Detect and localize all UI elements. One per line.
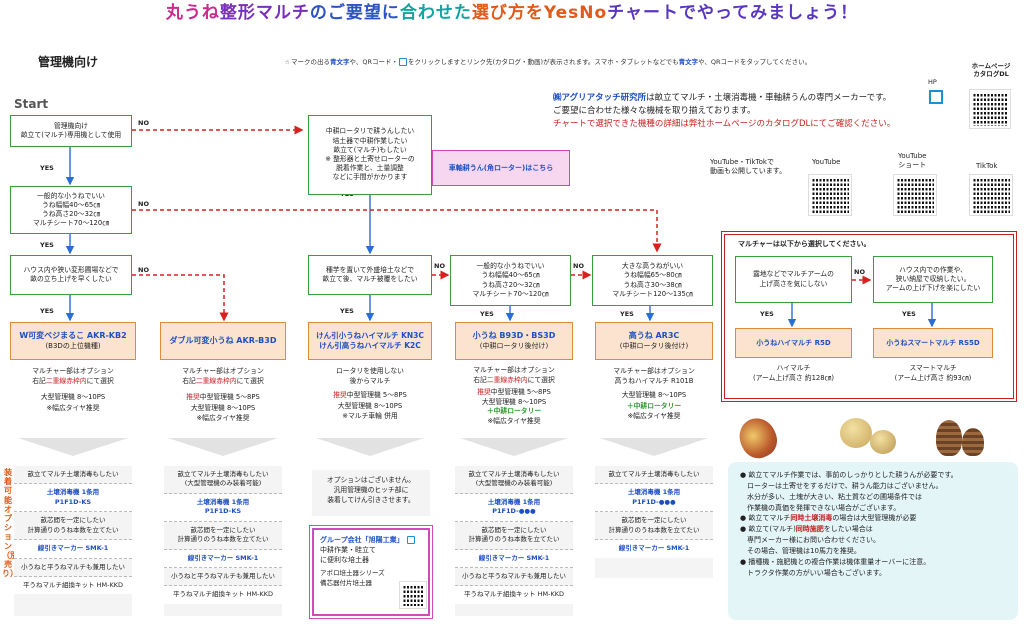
product-akr-b3d[interactable]: ダブル可変小うね AKR-B3D — [160, 322, 286, 360]
potato-image — [870, 430, 896, 454]
external-link-icon — [407, 536, 416, 544]
yes-label: YES — [902, 310, 916, 318]
youtube-short-qr-code[interactable] — [893, 174, 937, 216]
link-instruction: ☝ マークの出る青文字や、QRコード・をクリックしますとリンク先(カタログ・動画… — [285, 58, 812, 66]
option-line-marker[interactable]: 線引きマーカー SMK-1 — [14, 540, 132, 559]
option-flat-kit[interactable]: 平うねマルチ組換キット HM-KKD — [455, 586, 573, 604]
no-label: NO — [573, 262, 584, 270]
hp-link-icon[interactable] — [929, 90, 943, 104]
hp-label: HP — [928, 78, 937, 86]
question-house-storage: ハウス内での作業や、 狭い納屋で収納したい。 アームの上げ下げを楽にしたい — [873, 256, 993, 303]
mulcher-title: マルチャーは以下から選択してください。 — [738, 240, 871, 248]
option-line-marker[interactable]: 線引きマーカー SMK-1 — [455, 549, 573, 568]
section-title: 管理機向け — [38, 55, 99, 69]
product-info-b93d: マルチャー部はオプション 右記二重線赤枠内にて選択 推奨中型管理機 5～8PS … — [455, 362, 573, 434]
options-none-kn3c: オプションはございません。 汎用管理機のヒッチ部に 装着してけん引きさせます。 — [312, 470, 430, 516]
no-label: NO — [138, 119, 149, 127]
catalog-qr-code[interactable] — [969, 89, 1011, 129]
question-high-ridge: 大きな高うねがいい うね幅幅65～80㎝ うね高さ30～38㎝ マルチシート12… — [592, 255, 713, 306]
option-flat-kit[interactable]: 平うねマルチ組換キット HM-KKD — [14, 576, 132, 595]
product-kn3c-k2c[interactable]: けん引小うねハイマルチ KN3C けん引高うねハイマルチ K2C — [308, 322, 432, 360]
tiktok-qr-code[interactable] — [969, 174, 1013, 216]
question-seed-potato: 種芋を置いて外盛培土などで 畝立て後、マルチ被覆をしたい — [308, 255, 432, 295]
sns-intro: YouTube・TikTokで 動画も公開しています。 — [710, 158, 787, 175]
yes-label: YES — [760, 310, 774, 318]
product-akr-kb2[interactable]: W可変ベジまるこ AKR-KB2(B3Dの上位機種) — [10, 322, 136, 360]
taro-image — [936, 420, 962, 456]
notes-panel: ● 畝立てマルチ作業では、事前のしっかりとした耕うんが必要です。 ローターは土寄… — [728, 462, 1018, 620]
group-qr-code[interactable] — [399, 581, 427, 609]
yes-label: YES — [40, 307, 54, 315]
mulcher-selection-frame — [721, 231, 1017, 402]
youtube-label: YouTube — [812, 158, 841, 166]
product-r5d[interactable]: 小うねハイマルチ R5D — [735, 328, 852, 358]
no-label: NO — [854, 268, 865, 276]
question-small-ridge-2: 一般的な小うねでいい うね幅幅40～65㎝ うね高さ20～32㎝ マルチシート7… — [450, 255, 571, 306]
group-company-box[interactable]: グループ会社「旭陽工業」 中耕作業・畦立て に便利な培土器 アポロ培土器シリーズ… — [309, 525, 433, 619]
no-label: NO — [138, 200, 149, 208]
catalog-label: ホームページ カタログDL — [971, 62, 1011, 79]
pointer-icon: ☝ — [285, 58, 289, 66]
page-title: 丸うね整形マルチのご要望に合わせた選び方をYesNoチャートでやってみましょう！ — [165, 3, 859, 23]
no-label: NO — [138, 266, 149, 274]
yes-label: YES — [480, 310, 494, 318]
tiktok-label: TikTok — [976, 162, 998, 170]
question-quick-setup: ハウス内や狭い変形圃場などで 畝の立ち上げを早くしたい — [10, 255, 132, 295]
option-soil-disinfector[interactable]: 土壌消毒機 1条用 — [487, 497, 541, 506]
question-small-ridge: 一般的な小うねでいい うね幅幅40～65㎝ うね高さ20～32㎝ マルチシート7… — [10, 186, 132, 234]
option-flat-kit[interactable]: 平うねマルチ組換キット HM-KKD — [164, 586, 282, 604]
options-vertical-label: 装着可能オプション（別売り） — [2, 468, 18, 579]
option-line-marker[interactable]: 線引きマーカー SMK-1 — [164, 549, 282, 568]
product-info-rs5d: スマートマルチ(アーム上げ高さ 約93㎝) — [873, 360, 993, 390]
question-cultivation: 中耕ロータリで耕うんしたい 培土器で中耕作業したい 畝立て(マルチ)もしたい ※… — [308, 115, 432, 195]
question-arm-height: 露地などでマルチアームの 上げ高さを気にしない — [735, 256, 852, 303]
product-info-akr-b3d: マルチャー部はオプション 右記二重線赤枠内にて選択 推奨中型管理機 5～8PS … — [160, 362, 286, 434]
option-line-marker[interactable]: 線引きマーカー SMK-1 — [595, 540, 713, 558]
product-info-ar3c: マルチャー部はオプション高うねハイマルチ R101B 大型管理機 8～10PS＋… — [595, 362, 713, 434]
product-ar3c[interactable]: 高うね AR3C(中耕ロータリ後付け) — [595, 322, 713, 360]
yes-label: YES — [40, 241, 54, 249]
yes-label: YES — [620, 310, 634, 318]
company-link[interactable]: ㈱アグリアタッチ研究所 — [553, 93, 647, 103]
youtube-qr-code[interactable] — [808, 174, 852, 216]
option-soil-disinfector[interactable]: 土壌消毒機 1条用 — [46, 488, 100, 497]
product-info-akr-kb2: マルチャー部はオプション 右記二重線赤枠内にて選択 大型管理機 8～10PS※幅… — [10, 362, 136, 434]
product-rs5d[interactable]: 小うねスマートマルチ RS5D — [873, 328, 993, 358]
option-soil-disinfector[interactable]: 土壌消毒機 1条用 — [627, 488, 681, 497]
no-label: NO — [434, 262, 445, 270]
start-label: Start — [14, 97, 49, 111]
external-link-icon — [399, 58, 407, 66]
option-soil-disinfector[interactable]: 土壌消毒機 1条用 — [196, 497, 250, 506]
product-info-kn3c: ロータリを使用しない後からマルチ 推奨中型管理機 5～8PS 大型管理機 8～1… — [308, 362, 432, 434]
product-info-r5d: ハイマルチ(アーム上げ高さ 約128㎝) — [735, 360, 852, 390]
yes-label: YES — [40, 164, 54, 172]
taro-image — [962, 428, 984, 456]
yes-label: YES — [340, 307, 354, 315]
youtube-short-label: YouTube ショート — [898, 152, 927, 169]
axle-tiller-link[interactable]: 車軸耕うん(角ローター)はこちら — [432, 150, 570, 186]
company-intro: ㈱アグリアタッチ研究所は畝立てマルチ・土壌消毒機・車軸耕うんの専門メーカーです。… — [553, 93, 896, 129]
question-usage: 管理機向け 畝立て(マルチ)専用機として使用 — [10, 115, 132, 147]
potato-image — [840, 418, 872, 448]
product-b93d[interactable]: 小うね B93D・BS3D(中耕ロータリ後付け) — [455, 322, 573, 360]
